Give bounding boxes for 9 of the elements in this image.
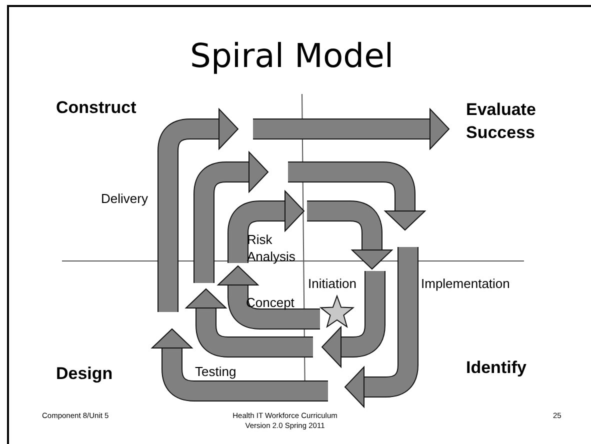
phase-label: Delivery	[101, 191, 148, 206]
slide-title: Spiral Model	[190, 36, 394, 75]
quadrant-label: Identify	[466, 358, 526, 378]
phase-label: Testing	[195, 364, 236, 379]
quadrant-label: Design	[56, 364, 113, 384]
phase-label: Implementation	[421, 276, 510, 291]
quadrant-label: Evaluate Success	[466, 99, 537, 144]
quadrant-label: Construct	[56, 98, 136, 118]
phase-label: Initiation	[308, 276, 356, 291]
